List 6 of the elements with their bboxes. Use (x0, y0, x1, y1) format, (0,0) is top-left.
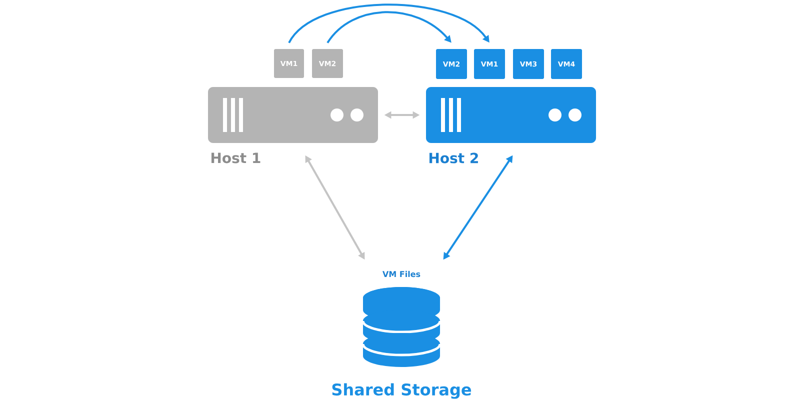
storage-label: Shared Storage (332, 383, 472, 399)
arrow (326, 11, 452, 44)
arrow (288, 4, 490, 44)
host-label: Host 2 (430, 152, 478, 164)
caption-text: VM Files (382, 270, 420, 278)
host-label: Host 1 (212, 152, 260, 164)
